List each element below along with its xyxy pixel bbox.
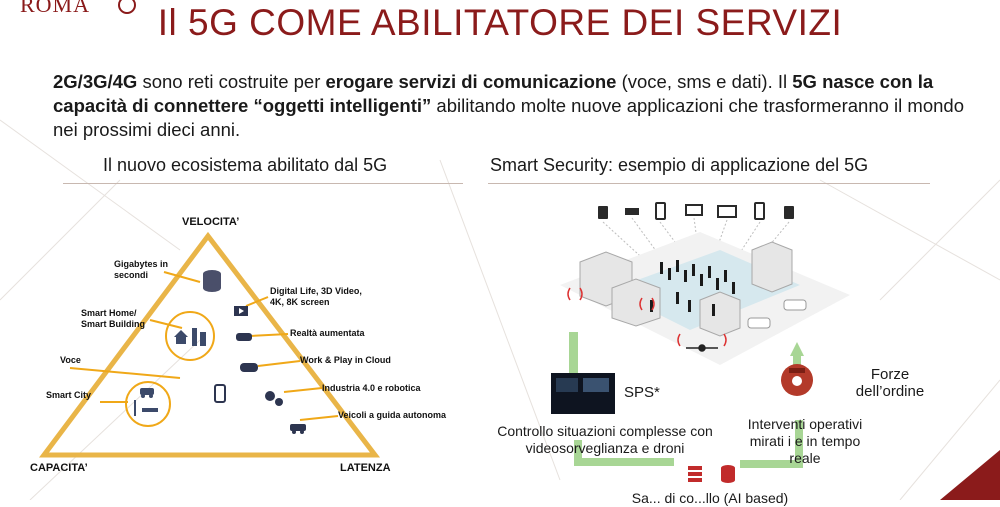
label-work-play: Work & Play in Cloud [300, 355, 391, 365]
arrow-down-left [569, 332, 578, 374]
crowd [650, 260, 735, 316]
sps-caption: Controllo situazioni complesse con video… [497, 423, 713, 456]
connector-industria [283, 387, 323, 393]
bottom-caption: Sa... di co...llo (AI based) [631, 490, 789, 506]
intro-paragraph: 2G/3G/4G sono reti costruite per erogare… [53, 70, 983, 142]
label-voce: Voce [60, 355, 81, 365]
right-panel-heading: Smart Security: esempio di applicazione … [490, 155, 869, 175]
gamepad-icon [240, 363, 258, 372]
device-icons-row [598, 202, 794, 220]
signal-marks [567, 287, 727, 347]
connector-digital-life [245, 296, 269, 307]
label-smart-home: Smart Home/ Smart Building [81, 308, 146, 329]
arrow-up-right [790, 342, 804, 356]
forces-label: Forze dell’ordine [855, 366, 925, 400]
device-phone2-icon [754, 202, 765, 220]
device-tablet-icon [717, 205, 737, 218]
device-lock-icon [598, 206, 608, 219]
corner-decoration [940, 450, 1000, 500]
apex-left-label: CAPACITA’ [30, 462, 88, 474]
connector-voce [69, 367, 181, 379]
label-gigabytes: Gigabytes in secondi [114, 259, 169, 280]
forces-caption: Interventi operativi mirati i e in tempo… [747, 416, 863, 466]
drone-icon [686, 344, 718, 352]
vr-headset-icon [236, 333, 252, 341]
apex-top-label: VELOCITA’ [182, 216, 240, 228]
smart-city-icon [134, 388, 158, 416]
server-database-icon [688, 465, 735, 483]
intro-text-2: (voce, sms e dati). Il [616, 71, 793, 92]
apex-right-label: LATENZA [340, 462, 391, 474]
logo-text: ROMA [20, 0, 91, 17]
smart-home-icon [174, 328, 206, 346]
intro-bold-1: 2G/3G/4G [53, 71, 138, 92]
label-digital-life: Digital Life, 3D Video, 4K, 8K screen [270, 286, 362, 307]
triangle-outline [39, 231, 381, 458]
connector-veicoli [299, 415, 339, 421]
device-lock2-icon [784, 206, 794, 219]
smart-home-circle [165, 311, 215, 361]
label-smart-city: Smart City [46, 390, 92, 400]
device-camera-icon [625, 208, 639, 215]
label-industria: Industria 4.0 e robotica [322, 383, 421, 393]
video-screen-icon [234, 306, 248, 316]
gears-icon [265, 391, 283, 406]
sps-label: SPS* [624, 384, 660, 401]
device-phone-icon [655, 202, 666, 220]
police-officer-icon [781, 364, 813, 396]
intro-text-1: sono reti costruite per [137, 71, 326, 92]
page-title: Il 5G COME ABILITATORE DEI SERVIZI [157, 2, 843, 43]
cars [747, 299, 807, 329]
smartphone-icon [214, 384, 226, 403]
logo-emblem-icon [118, 0, 136, 14]
label-veicoli: Veicoli a guida autonoma [338, 410, 447, 420]
database-icon [203, 270, 221, 292]
intro-text-3: abilitando molte nuove applicazioni che … [53, 95, 964, 140]
label-realta: Realtà aumentata [290, 328, 365, 338]
intro-bold-3: 5G nasce con la capacità di connettere “… [53, 71, 934, 116]
device-laptop-icon [685, 204, 703, 216]
connector-work-play [257, 360, 301, 367]
connector-smart-home [149, 319, 183, 329]
connector-realta [249, 333, 289, 337]
intro-bold-2: erogare servizi di comunicazione [325, 71, 617, 92]
connector-gigabytes [163, 271, 201, 283]
smart-city-circle [125, 381, 171, 427]
city-buildings [579, 241, 793, 337]
autonomous-car-icon [290, 424, 306, 434]
left-panel-heading: Il nuovo ecosistema abilitato dal 5G [103, 155, 388, 175]
right-heading-rule [488, 183, 930, 184]
left-heading-rule [63, 183, 463, 184]
